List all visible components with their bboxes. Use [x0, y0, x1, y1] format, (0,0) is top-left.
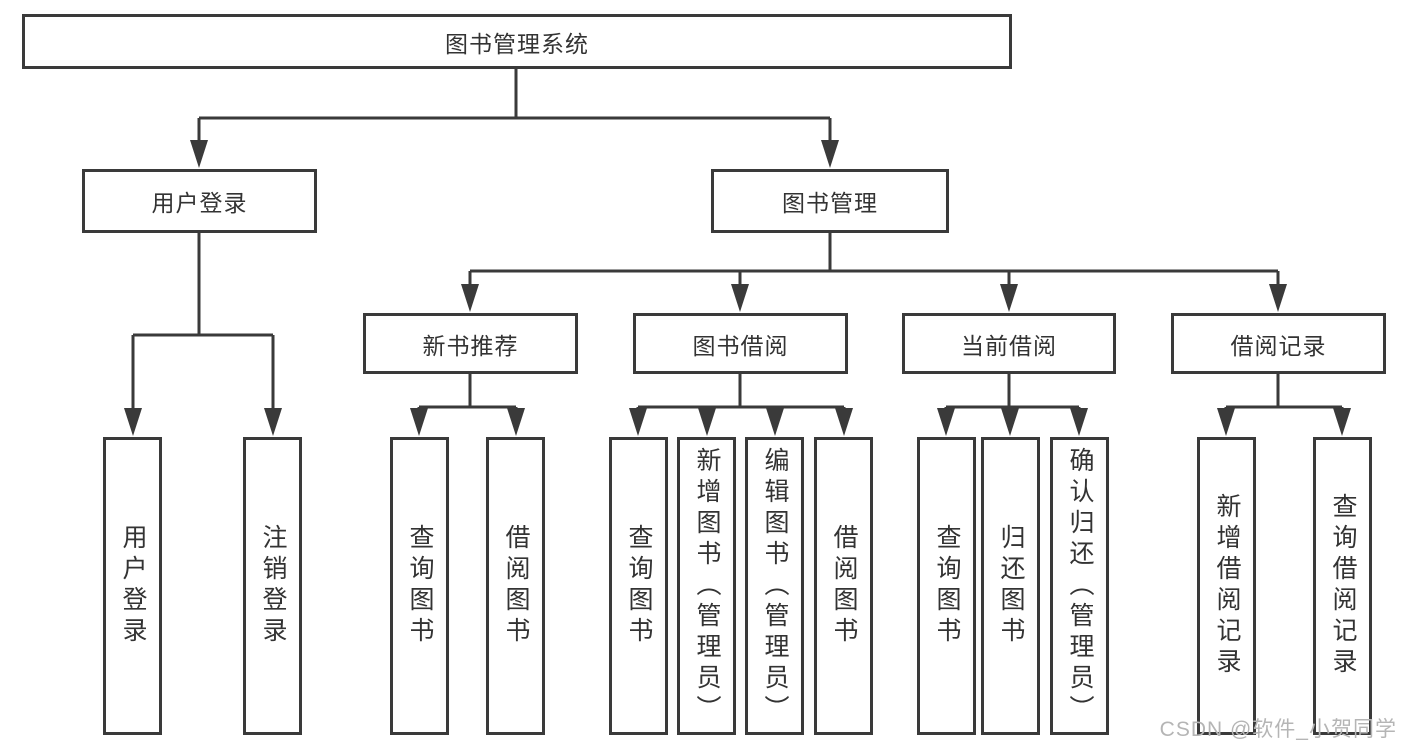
- leaf-query-books-2-label: 查询图书: [625, 524, 653, 648]
- leaf-add-borrow-record-label: 新增借阅记录: [1213, 493, 1241, 679]
- leaf-user-login: 用户登录: [103, 437, 162, 735]
- node-current-borrowing: 当前借阅: [902, 313, 1116, 374]
- leaf-query-borrow-record-label: 查询借阅记录: [1329, 493, 1357, 679]
- node-root-label: 图书管理系统: [445, 30, 589, 57]
- leaf-user-login-label: 用户登录: [119, 524, 147, 648]
- leaf-borrow-books-1-label: 借阅图书: [502, 524, 530, 648]
- leaf-logout-label: 注销登录: [259, 524, 287, 648]
- leaf-add-books-admin-label: 新增图书（管理员）: [693, 446, 721, 726]
- leaf-edit-books-admin: 编辑图书（管理员）: [745, 437, 804, 735]
- leaf-confirm-return-admin: 确认归还（管理员）: [1050, 437, 1109, 735]
- node-book-borrowing: 图书借阅: [633, 313, 848, 374]
- node-new-book-recommendation: 新书推荐: [363, 313, 578, 374]
- leaf-borrow-books-2-label: 借阅图书: [830, 524, 858, 648]
- node-current-borrowing-label: 当前借阅: [961, 332, 1057, 359]
- node-book-management-label: 图书管理: [782, 190, 878, 216]
- leaf-return-books-label: 归还图书: [997, 524, 1025, 648]
- node-root: 图书管理系统: [22, 14, 1012, 69]
- leaf-query-books-3: 查询图书: [917, 437, 976, 735]
- node-borrowing-records-label: 借阅记录: [1230, 332, 1327, 359]
- leaf-query-books-2: 查询图书: [609, 437, 668, 735]
- csdn-watermark: CSDN @软件_小贺同学: [1159, 718, 1397, 741]
- node-book-borrowing-label: 图书借阅: [692, 332, 789, 359]
- leaf-borrow-books-2: 借阅图书: [814, 437, 873, 735]
- node-user-login-label: 用户登录: [151, 190, 248, 216]
- leaf-query-books-1-label: 查询图书: [406, 524, 434, 648]
- leaf-query-books-3-label: 查询图书: [933, 524, 961, 648]
- leaf-query-books-1: 查询图书: [390, 437, 449, 735]
- leaf-logout: 注销登录: [243, 437, 302, 735]
- leaf-confirm-return-admin-label: 确认归还（管理员）: [1066, 446, 1094, 726]
- leaf-return-books: 归还图书: [981, 437, 1040, 735]
- node-new-book-recommendation-label: 新书推荐: [422, 332, 519, 359]
- leaf-borrow-books-1: 借阅图书: [486, 437, 545, 735]
- node-book-management: 图书管理: [711, 169, 949, 233]
- leaf-edit-books-admin-label: 编辑图书（管理员）: [761, 446, 789, 726]
- node-user-login: 用户登录: [82, 169, 317, 233]
- node-borrowing-records: 借阅记录: [1171, 313, 1386, 374]
- leaf-add-books-admin: 新增图书（管理员）: [677, 437, 736, 735]
- leaf-add-borrow-record: 新增借阅记录: [1197, 437, 1256, 735]
- arrowheads: [124, 140, 1351, 436]
- leaf-query-borrow-record: 查询借阅记录: [1313, 437, 1372, 735]
